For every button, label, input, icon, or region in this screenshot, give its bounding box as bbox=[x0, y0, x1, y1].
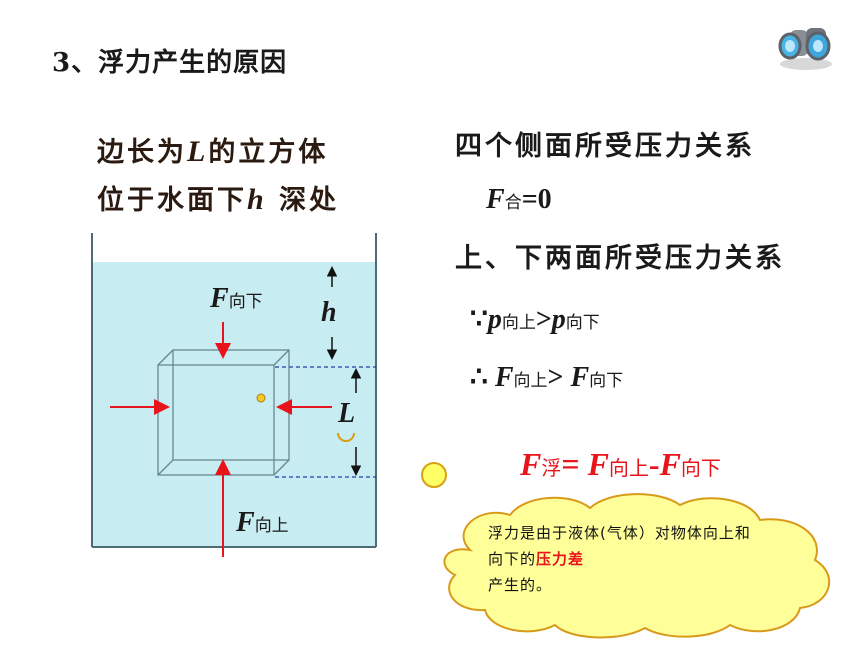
bubble-icon bbox=[256, 393, 266, 403]
force-down-label: F向下 bbox=[210, 283, 263, 314]
cube-description-line1: 边长为L的立方体 bbox=[97, 135, 329, 168]
side-faces-relation: 四个侧面所受压力关系 bbox=[455, 131, 755, 162]
bullet-icon bbox=[421, 462, 447, 488]
buoyancy-formula: F浮= F向上-F向下 bbox=[520, 446, 721, 482]
page-title: 3、浮力产生的原因 bbox=[52, 48, 288, 78]
cloud-callout bbox=[443, 493, 831, 639]
net-force-formula: F合=0 bbox=[486, 184, 552, 215]
binoculars-icon bbox=[778, 28, 832, 70]
depth-label: h bbox=[321, 297, 337, 328]
cube-description-line2: 位于水面下h 深处 bbox=[97, 183, 340, 216]
bubble-icon bbox=[337, 432, 355, 442]
force-up-label: F向上 bbox=[236, 507, 289, 538]
cube-in-water-diagram bbox=[91, 233, 377, 557]
water-region bbox=[92, 262, 376, 547]
cube bbox=[157, 349, 290, 476]
pressure-comparison: ∵p向上>p向下 bbox=[470, 304, 600, 335]
cloud-text: 浮力是由于液体(气体）对物体向上和向下的压力差产生的。 bbox=[488, 524, 751, 594]
edge-label: L bbox=[338, 398, 356, 429]
top-bottom-relation: 上、下两面所受压力关系 bbox=[455, 243, 785, 274]
force-comparison: ∴ F向上> F向下 bbox=[470, 362, 624, 393]
